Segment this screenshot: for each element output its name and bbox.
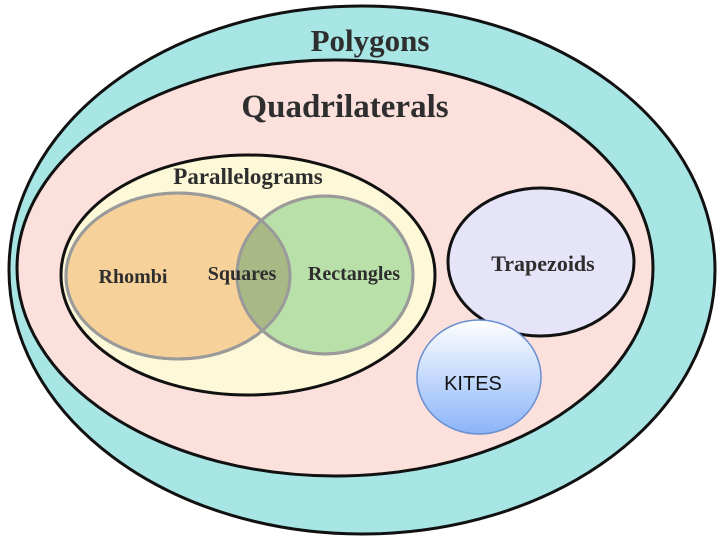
trapezoids-label: Trapezoids (491, 251, 595, 276)
parallelograms-label: Parallelograms (173, 164, 323, 189)
polygons-label: Polygons (311, 23, 430, 58)
quadrilaterals-label: Quadrilaterals (241, 89, 448, 125)
squares-label: Squares (208, 263, 277, 285)
kites-label: KITES (444, 373, 502, 395)
rectangles-outline (235, 194, 415, 356)
rectangles-label: Rectangles (308, 263, 400, 285)
rhombi-label: Rhombi (99, 266, 168, 288)
rhombi-outline (64, 191, 292, 361)
kites-region (416, 319, 542, 435)
trapezoids-region (446, 186, 636, 338)
